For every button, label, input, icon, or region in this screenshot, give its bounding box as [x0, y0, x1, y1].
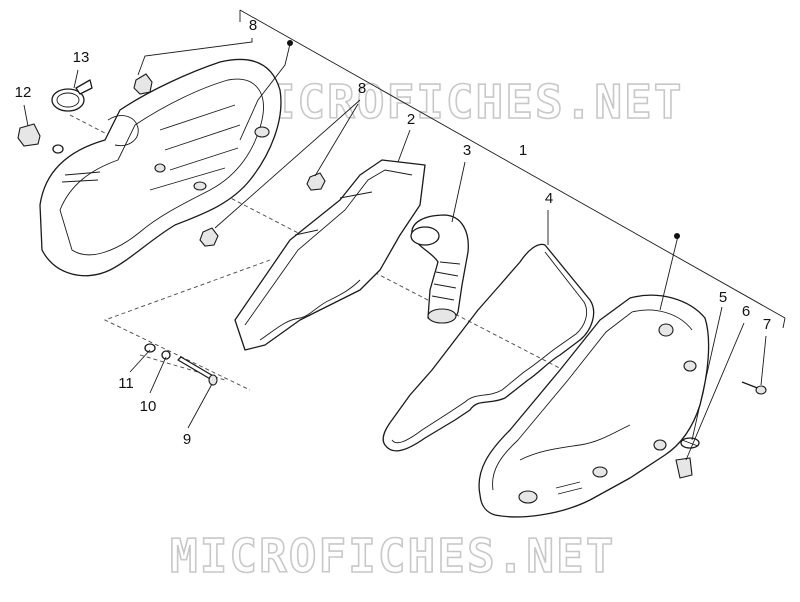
hose-clamp-13 — [51, 79, 93, 112]
air-filter-housing-lower — [39, 58, 282, 277]
air-filter-housing-cover — [478, 294, 710, 518]
callout-labels: 1 2 3 4 5 6 7 8 8 9 10 11 12 13 — [15, 17, 772, 448]
grommet-8a-lower — [199, 227, 219, 247]
washer-left — [52, 144, 64, 154]
callout-8a: 8 — [249, 17, 257, 34]
watermark-top: MICROFICHES.NET — [238, 75, 683, 129]
assembly-bracket — [239, 9, 786, 329]
callout-4: 4 — [545, 190, 553, 207]
hose-clamp-5 — [680, 437, 700, 449]
housing-gasket — [382, 243, 595, 452]
callout-10: 10 — [140, 398, 157, 415]
reference-dot-left — [287, 40, 293, 46]
clip-12 — [17, 123, 41, 147]
screw-7 — [741, 381, 767, 395]
watermark-bottom: MICROFICHES.NET — [170, 529, 615, 583]
callout-5: 5 — [719, 289, 727, 306]
callout-2: 2 — [407, 111, 415, 128]
callout-1: 1 — [519, 142, 527, 159]
bolt-9 — [177, 356, 218, 386]
callout-8b: 8 — [358, 80, 366, 97]
intake-duct — [410, 214, 469, 324]
reference-dot-right — [674, 233, 680, 239]
callout-12: 12 — [15, 84, 32, 101]
callout-3: 3 — [463, 142, 471, 159]
grommet-top-left — [133, 73, 153, 95]
drain-plug-6 — [675, 457, 693, 479]
grommet-8b — [306, 172, 326, 191]
callout-9: 9 — [183, 431, 191, 448]
callout-13: 13 — [73, 49, 90, 66]
washer-10 — [161, 350, 171, 360]
callout-7: 7 — [763, 316, 771, 333]
air-filter-element — [234, 159, 426, 351]
callout-11: 11 — [118, 375, 134, 392]
callout-6: 6 — [742, 303, 750, 320]
leader-lines — [23, 38, 767, 461]
washer-11 — [144, 343, 156, 353]
